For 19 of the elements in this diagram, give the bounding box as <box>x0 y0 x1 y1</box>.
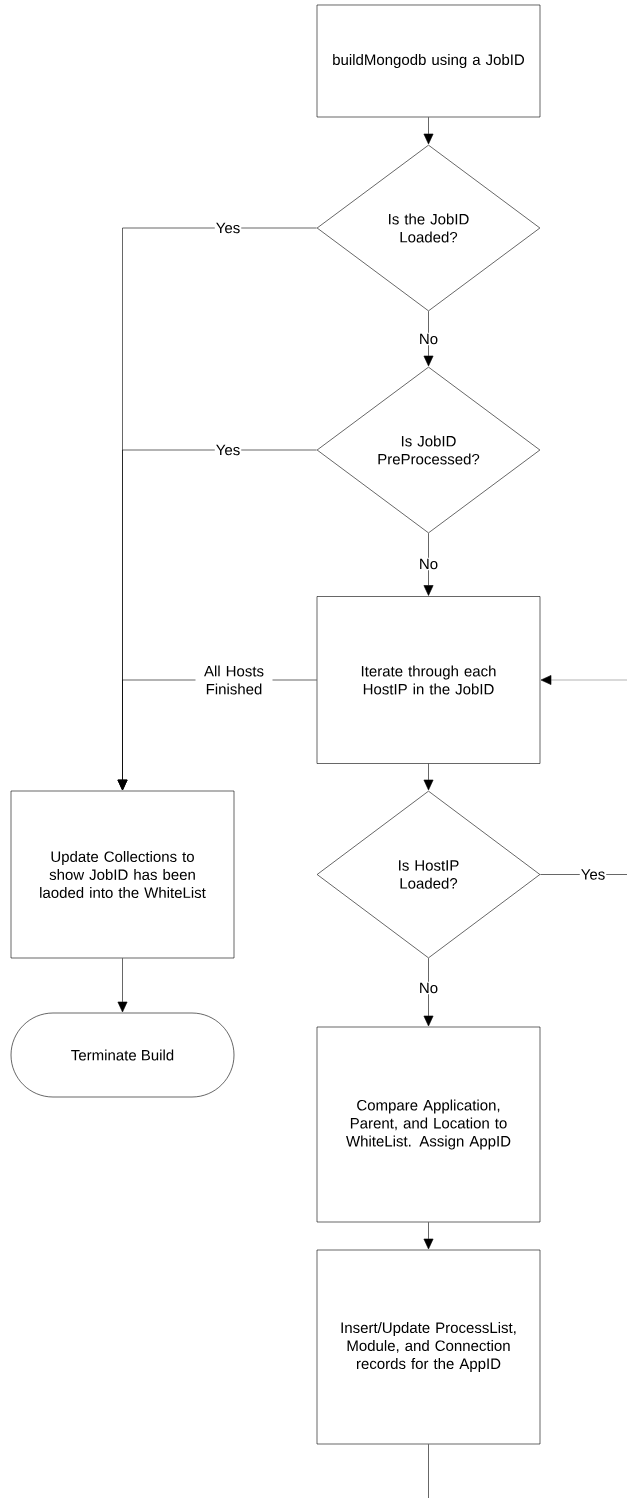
arrow <box>423 958 434 1027</box>
arrow <box>423 533 434 596</box>
edge-label: No <box>417 557 440 571</box>
process-box: Update Collections to show JobID has been laoded into the WhiteList <box>10 790 235 959</box>
arrow <box>423 1222 434 1250</box>
edge-label: Yes <box>214 443 242 457</box>
edge-label: Yes <box>214 221 242 235</box>
arrow <box>423 763 434 791</box>
edge-label: No <box>417 981 440 995</box>
edge-label: All Hosts Finished <box>195 664 273 696</box>
process-box: Insert/Update ProcessList, Module, and Connection records for the AppID <box>316 1249 541 1445</box>
process-box: Compare Application, Parent, and Location to WhiteList. Assign AppID <box>316 1026 541 1223</box>
process-box: Iterate through each HostIP in the JobID <box>316 596 541 764</box>
edge-label: Yes <box>579 868 607 881</box>
arrow <box>423 311 434 367</box>
edge-label: No <box>417 332 440 346</box>
process-box: buildMongodb using a JobID <box>316 4 541 118</box>
arrow <box>423 117 434 145</box>
arrow <box>117 958 128 1013</box>
